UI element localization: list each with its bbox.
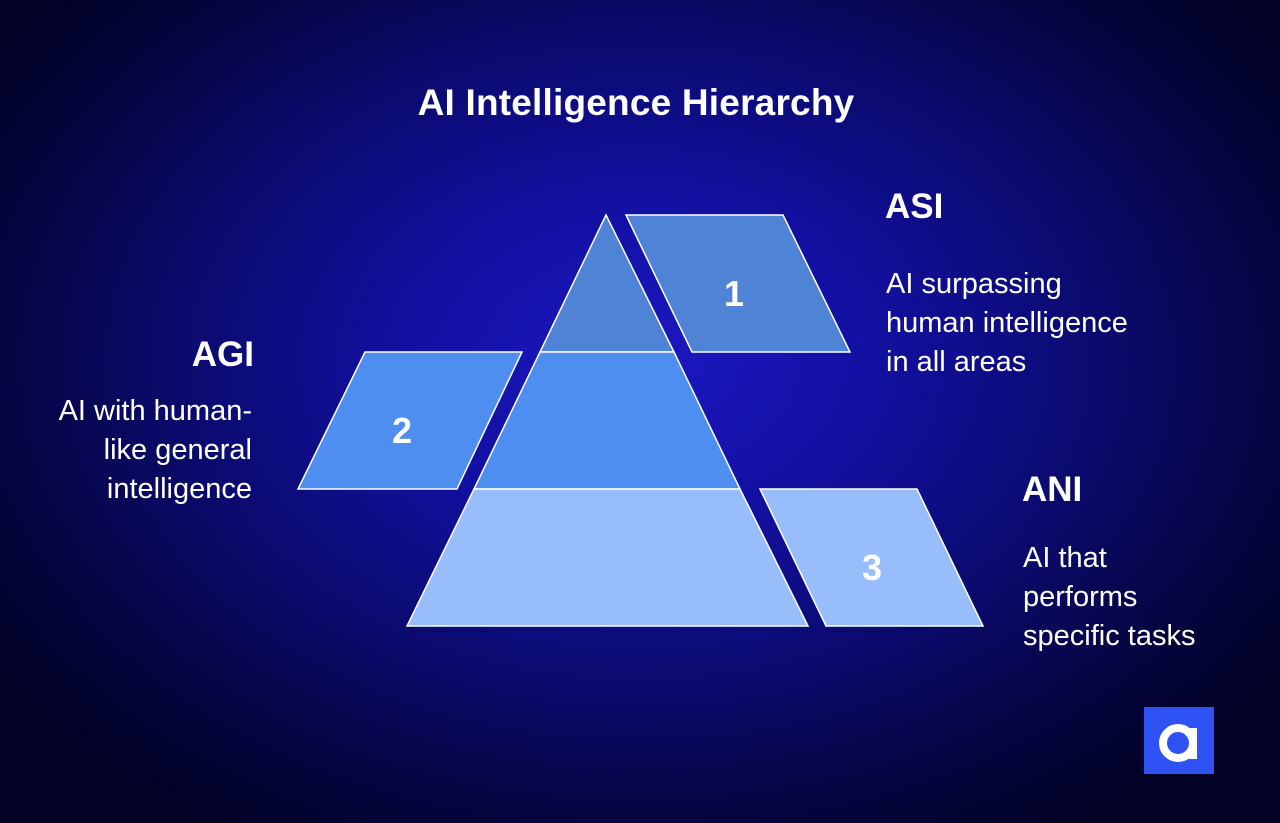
level-1-tile xyxy=(624,214,852,353)
level-1-number: 1 xyxy=(724,273,744,314)
level-2-description: AI with human- like general intelligence xyxy=(58,395,252,505)
level-3-description: AI that performs specific tasks xyxy=(1023,542,1196,652)
brand-a-logo-icon xyxy=(1144,707,1214,774)
level-3-tile xyxy=(758,488,985,627)
level-2-name: AGI xyxy=(191,335,254,374)
brand-a-glyph xyxy=(1159,724,1197,762)
level-2-tile xyxy=(296,351,524,490)
level-3-number: 3 xyxy=(862,547,882,588)
pyramid-tier-middle xyxy=(472,351,742,490)
level-3-name: ANI xyxy=(1022,470,1083,509)
level-1-description: AI surpassing human intelligence in all … xyxy=(886,268,1128,378)
pyramid-tier-bottom xyxy=(405,488,810,627)
level-1-name: ASI xyxy=(885,187,944,226)
level-2-number: 2 xyxy=(392,410,412,451)
page-title: AI Intelligence Hierarchy xyxy=(417,82,855,123)
